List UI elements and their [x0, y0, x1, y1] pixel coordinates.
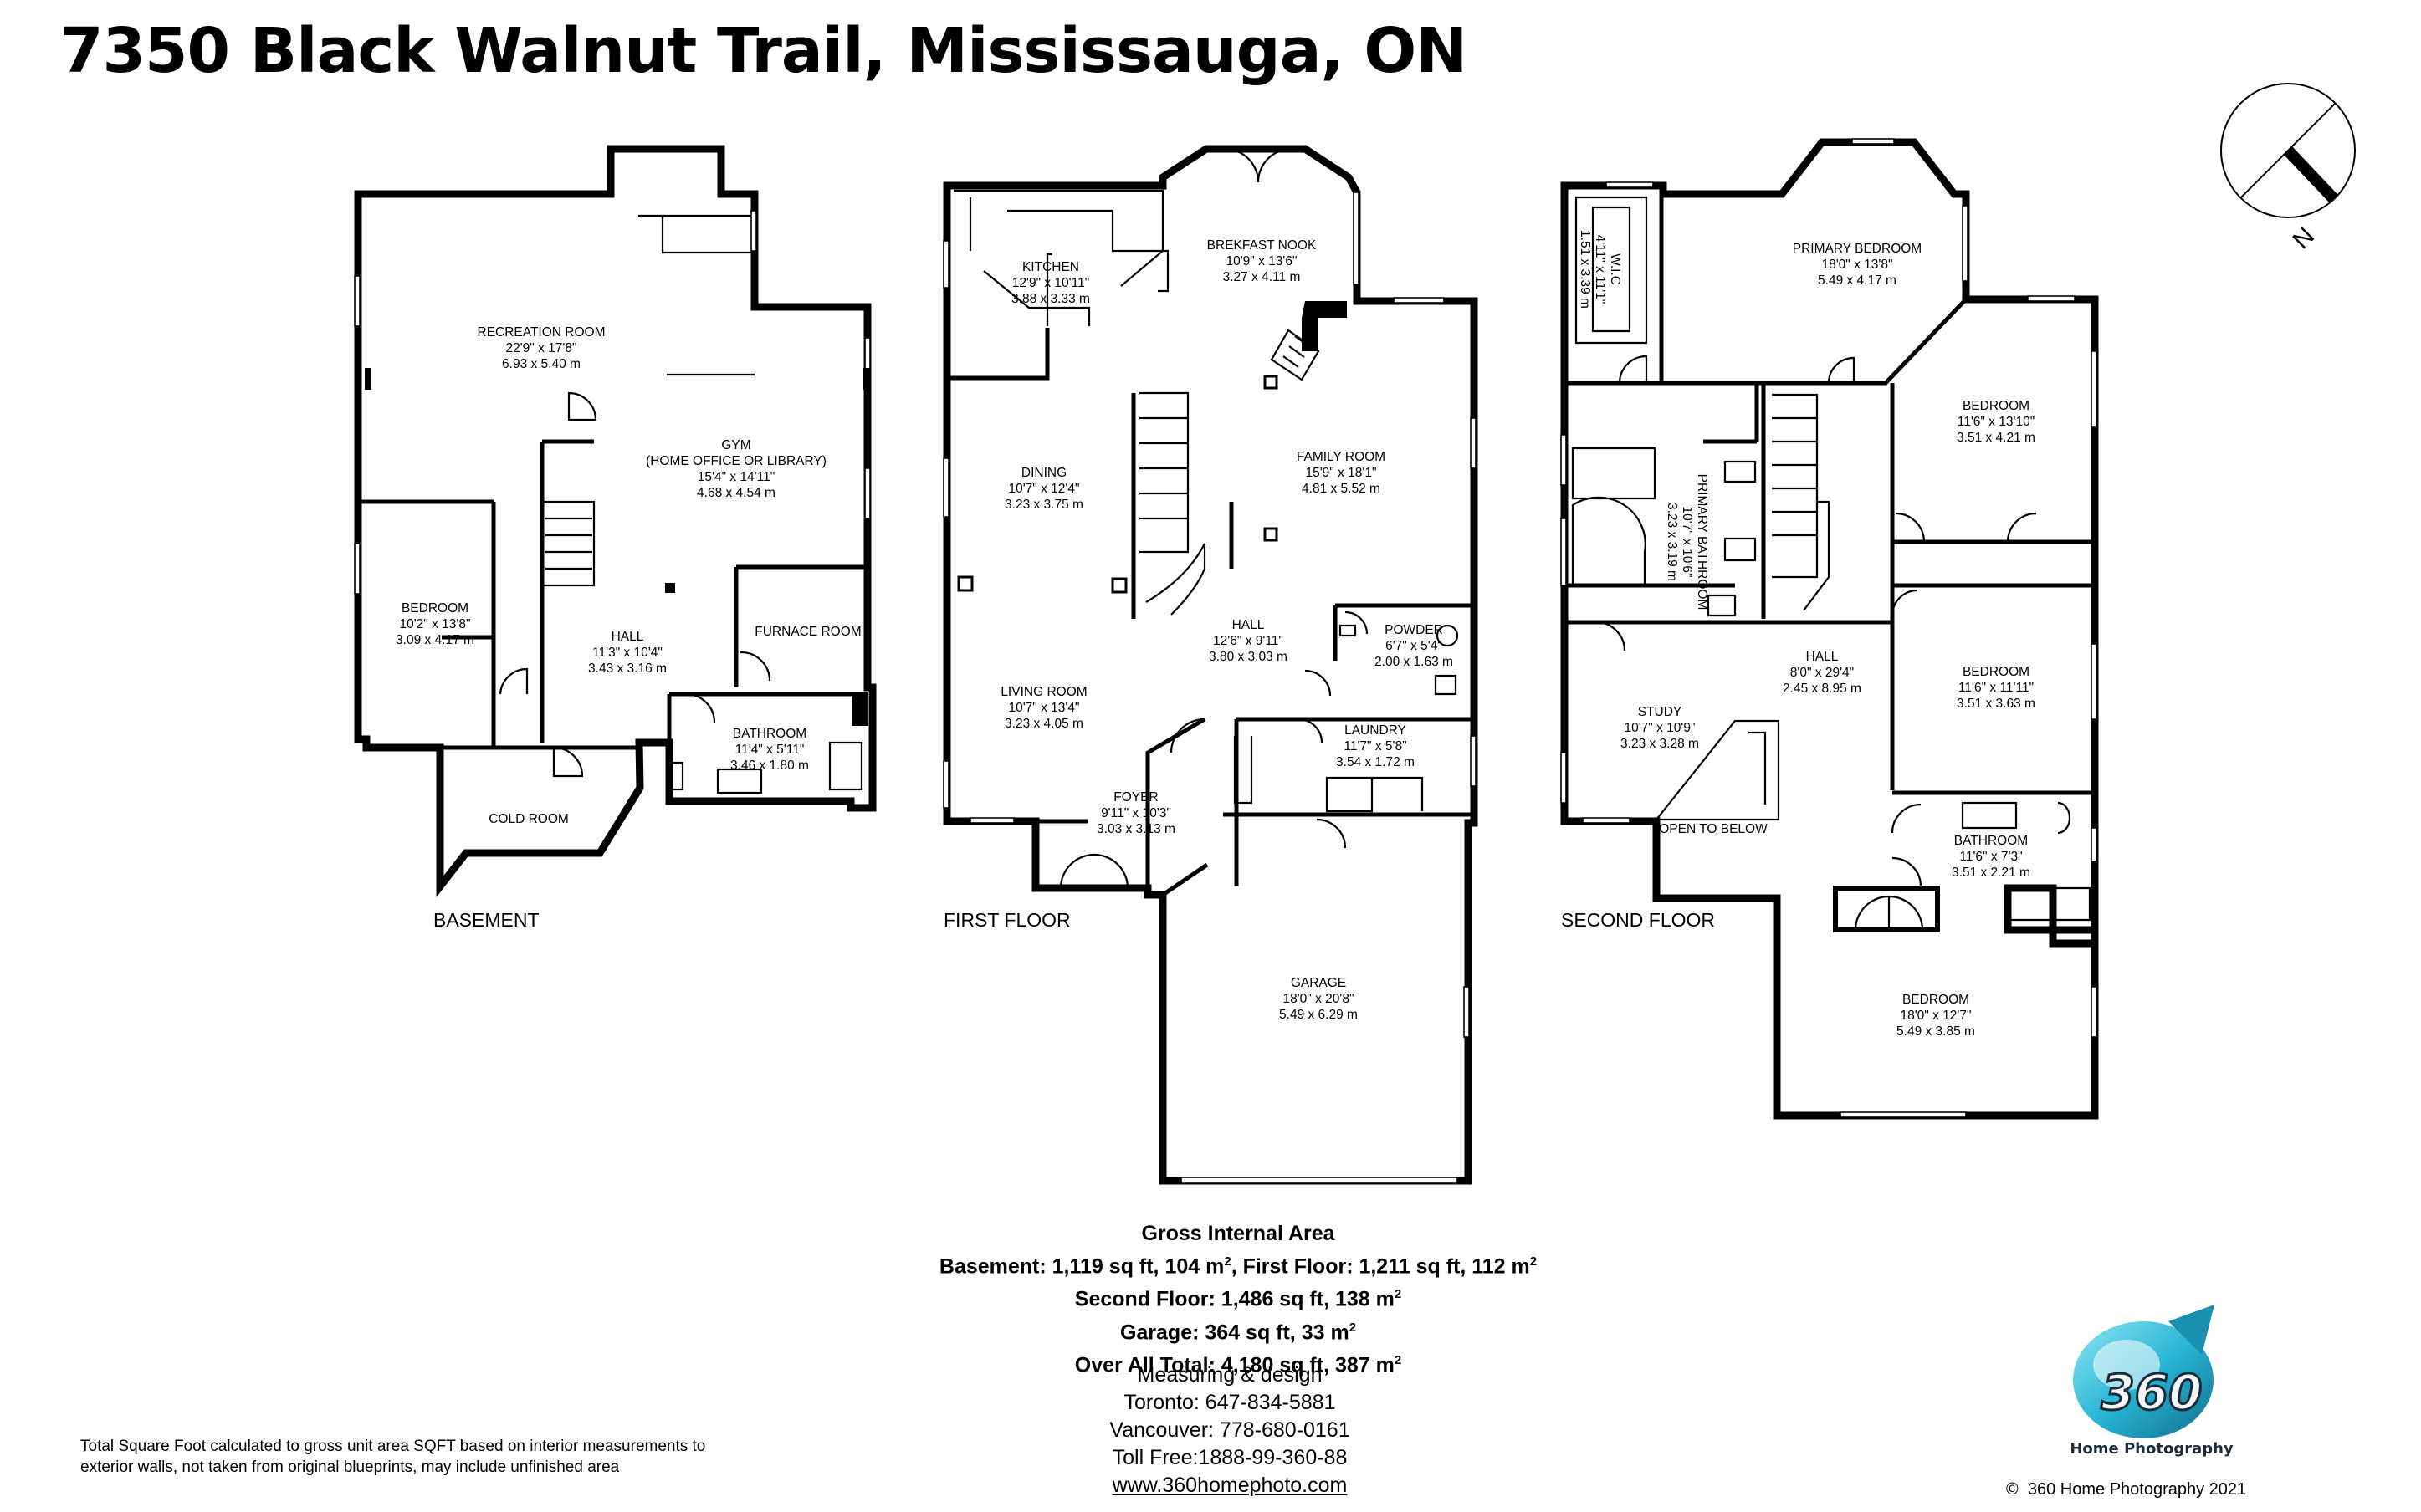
svg-text:3.03 x 3.13 m: 3.03 x 3.13 m: [1097, 822, 1175, 836]
second-floor-plan: W.I.C 4'11" x 11'1" 1.51 x 3.39 m PRIMAR…: [1560, 138, 2099, 1120]
svg-text:2.45 x 8.95 m: 2.45 x 8.95 m: [1783, 682, 1861, 696]
svg-text:10'7" x 10'9": 10'7" x 10'9": [1624, 721, 1695, 735]
svg-text:10'7" x 10'6": 10'7" x 10'6": [1680, 506, 1694, 577]
svg-text:11'6" x 13'10": 11'6" x 13'10": [1958, 415, 2035, 429]
svg-text:5.49 x 4.17 m: 5.49 x 4.17 m: [1818, 273, 1896, 288]
room-label: HALL: [612, 630, 644, 644]
company-logo: 360 Home Photography: [2070, 1305, 2234, 1458]
svg-text:5.49 x 3.85 m: 5.49 x 3.85 m: [1896, 1024, 1975, 1039]
svg-text:12'9" x 10'11": 12'9" x 10'11": [1012, 276, 1089, 290]
logo-number: 360: [2101, 1364, 2202, 1421]
room-label: PRIMARY BEDROOM: [1793, 242, 1922, 256]
floor-label-second: SECOND FLOOR: [1561, 909, 1715, 931]
svg-text:4.68 x 4.54 m: 4.68 x 4.54 m: [697, 486, 775, 500]
svg-text:9'11" x 10'3": 9'11" x 10'3": [1101, 806, 1171, 820]
svg-text:3.09 x 4.17 m: 3.09 x 4.17 m: [396, 633, 474, 647]
svg-text:11'7" x 5'8": 11'7" x 5'8": [1344, 739, 1406, 753]
room-label: BEDROOM: [1963, 399, 2029, 413]
svg-text:(HOME OFFICE OR LIBRARY): (HOME OFFICE OR LIBRARY): [646, 454, 827, 468]
floor-label-first: FIRST FLOOR: [944, 909, 1071, 931]
svg-text:3.51 x 4.21 m: 3.51 x 4.21 m: [1957, 431, 2035, 445]
svg-text:18'0" x 20'8": 18'0" x 20'8": [1282, 992, 1354, 1006]
copyright-notice: © 360 Home Photography 2021: [2006, 1480, 2247, 1499]
website-link[interactable]: www.360homephoto.com: [1112, 1474, 1348, 1497]
svg-text:11'6" x 7'3": 11'6" x 7'3": [1959, 850, 2022, 864]
room-label: FURNACE ROOM: [755, 625, 861, 639]
room-label: BATHROOM: [733, 727, 806, 741]
room-label: LIVING ROOM: [1001, 685, 1087, 699]
room-label: RECREATION ROOM: [478, 325, 606, 340]
compass-north-label: N: [2287, 222, 2320, 255]
floor-label-basement: BASEMENT: [433, 909, 540, 931]
room-label: PRIMARY BATHROOM: [1695, 474, 1709, 610]
room-label: HALL: [1232, 618, 1265, 632]
svg-text:18'0" x 13'8": 18'0" x 13'8": [1821, 258, 1892, 272]
room-label: POWDER: [1385, 623, 1443, 637]
copyright-icon: ©: [2006, 1480, 2019, 1499]
logo-text: Home Photography: [2070, 1440, 2234, 1458]
svg-text:3.43 x 3.16 m: 3.43 x 3.16 m: [588, 662, 667, 676]
svg-text:15'4" x 14'11": 15'4" x 14'11": [698, 470, 775, 484]
room-label: KITCHEN: [1022, 260, 1079, 274]
svg-text:4.81 x 5.52 m: 4.81 x 5.52 m: [1302, 482, 1380, 496]
svg-text:11'4" x 5'11": 11'4" x 5'11": [735, 743, 805, 757]
room-label: LAUNDRY: [1344, 723, 1406, 738]
svg-text:1.51 x 3.39 m: 1.51 x 3.39 m: [1578, 230, 1592, 309]
svg-text:10'2" x 13'8": 10'2" x 13'8": [399, 617, 470, 631]
gross-area-summary: Gross Internal Area Basement: 1,119 sq f…: [778, 1219, 1698, 1379]
svg-text:3.46 x 1.80 m: 3.46 x 1.80 m: [730, 759, 809, 773]
room-label: COLD ROOM: [489, 812, 569, 826]
svg-text:3.23 x 4.05 m: 3.23 x 4.05 m: [1005, 717, 1083, 731]
svg-text:11'3" x 10'4": 11'3" x 10'4": [592, 646, 663, 660]
room-label: STUDY: [1638, 705, 1682, 719]
svg-text:18'0" x 12'7": 18'0" x 12'7": [1900, 1009, 1971, 1023]
svg-text:10'9" x 13'6": 10'9" x 13'6": [1226, 254, 1297, 268]
svg-text:6'7" x 5'4": 6'7" x 5'4": [1385, 639, 1442, 653]
svg-text:6.93 x 5.40 m: 6.93 x 5.40 m: [502, 357, 581, 371]
room-label: GARAGE: [1291, 976, 1346, 990]
svg-text:3.51 x 2.21 m: 3.51 x 2.21 m: [1952, 866, 2030, 880]
room-label: GYM: [721, 438, 750, 452]
room-label: W.I.C: [1608, 253, 1622, 285]
room-label: FOYER: [1113, 790, 1158, 805]
room-label: BATHROOM: [1954, 834, 2028, 848]
svg-text:5.49 x 6.29 m: 5.49 x 6.29 m: [1279, 1008, 1358, 1022]
svg-text:10'7" x 12'4": 10'7" x 12'4": [1008, 482, 1079, 496]
room-label: BREKFAST NOOK: [1207, 238, 1317, 253]
room-label: BEDROOM: [1963, 665, 2029, 679]
room-label: BEDROOM: [402, 601, 468, 616]
svg-text:3.54 x 1.72 m: 3.54 x 1.72 m: [1336, 755, 1415, 769]
svg-text:3.51 x 3.63 m: 3.51 x 3.63 m: [1957, 697, 2035, 711]
disclaimer-text: Total Square Foot calculated to gross un…: [80, 1438, 706, 1476]
svg-text:3.23 x 3.19 m: 3.23 x 3.19 m: [1665, 503, 1679, 581]
svg-text:10'7" x 13'4": 10'7" x 13'4": [1008, 701, 1079, 715]
room-label: HALL: [1806, 650, 1839, 664]
room-label: DINING: [1021, 466, 1067, 480]
svg-text:3.80 x 3.03 m: 3.80 x 3.03 m: [1209, 650, 1287, 664]
svg-text:11'6" x 11'11": 11'6" x 11'11": [1958, 681, 2034, 695]
basement-plan: RECREATION ROOM 22'9" x 17'8" 6.93 x 5.4…: [354, 145, 877, 931]
svg-text:3.88 x 3.33 m: 3.88 x 3.33 m: [1011, 292, 1090, 306]
svg-text:3.23 x 3.28 m: 3.23 x 3.28 m: [1620, 737, 1699, 751]
svg-text:3.27 x 4.11 m: 3.27 x 4.11 m: [1223, 270, 1301, 284]
svg-text:3.23 x 3.75 m: 3.23 x 3.75 m: [1005, 498, 1083, 512]
svg-text:22'9" x 17'8": 22'9" x 17'8": [505, 341, 576, 355]
svg-text:4'11" x 11'1": 4'11" x 11'1": [1593, 235, 1607, 304]
room-label: FAMILY ROOM: [1297, 450, 1385, 464]
contact-info: Measuring & design Toronto: 647-834-5881…: [1021, 1361, 1439, 1499]
svg-text:15'9" x 18'1": 15'9" x 18'1": [1305, 466, 1376, 480]
room-label: OPEN TO BELOW: [1659, 822, 1768, 836]
svg-text:8'0" x 29'4": 8'0" x 29'4": [1790, 666, 1854, 680]
first-floor-plan: KITCHEN 12'9" x 10'11" 3.88 x 3.33 m BRE…: [943, 145, 1478, 1185]
svg-text:12'6" x 9'11": 12'6" x 9'11": [1213, 634, 1283, 648]
page-title: 7350 Black Walnut Trail, Mississauga, ON: [60, 15, 1467, 87]
gross-area-heading: Gross Internal Area: [1141, 1222, 1335, 1245]
room-label: BEDROOM: [1902, 993, 1969, 1007]
svg-text:2.00 x 1.63 m: 2.00 x 1.63 m: [1374, 655, 1453, 669]
north-compass-icon: N: [2220, 83, 2356, 255]
